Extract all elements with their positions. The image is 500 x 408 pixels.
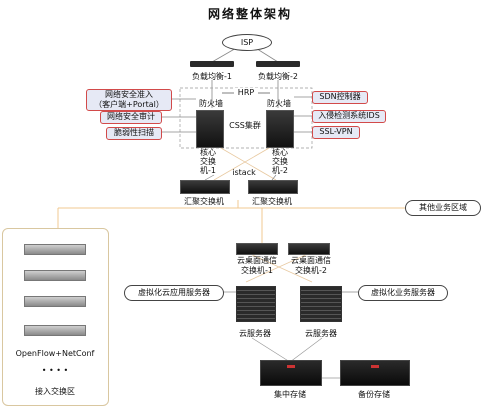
virt-app-server-pill: 虚拟化云应用服务器 bbox=[124, 285, 224, 301]
virt-biz-server-pill: 虚拟化业务服务器 bbox=[358, 285, 448, 301]
access-zone-label: 接入交换区 bbox=[35, 387, 75, 396]
cloud-server-1-label: 云服务器 bbox=[239, 329, 271, 338]
load-balancer-1-label: 负载均衡-1 bbox=[192, 72, 232, 81]
isp-node: ISP bbox=[222, 34, 272, 51]
access-switch-2 bbox=[24, 270, 86, 281]
load-balancer-2-label: 负载均衡-2 bbox=[258, 72, 298, 81]
cloud-server-2-rack bbox=[300, 286, 342, 322]
aggregation-switch-2-device bbox=[248, 180, 298, 194]
backup-storage-led-icon bbox=[371, 365, 379, 368]
isp-label: ISP bbox=[240, 38, 254, 47]
firewall-1-device bbox=[196, 110, 224, 148]
backup-storage-device bbox=[340, 360, 410, 386]
css-cluster-label: CSS集群 bbox=[229, 121, 261, 130]
hrp-label: HRP bbox=[234, 88, 258, 98]
backup-storage-label: 备份存储 bbox=[358, 390, 390, 399]
cloud-switch-1-device bbox=[236, 243, 278, 255]
vuln-scan-box: 脆弱性扫描 bbox=[106, 127, 162, 140]
cloud-switch-2-label: 云桌面通信 交换机-2 bbox=[291, 256, 331, 275]
sdn-controller-box: SDN控制器 bbox=[312, 91, 368, 104]
cloud-server-1-rack bbox=[236, 286, 276, 322]
load-balancer-1-device bbox=[190, 61, 234, 67]
load-balancer-2-device bbox=[256, 61, 300, 67]
audit-box: 网络安全审计 bbox=[100, 111, 162, 124]
access-switch-1 bbox=[24, 244, 86, 255]
access-switch-3 bbox=[24, 296, 86, 307]
openflow-label: OpenFlow+NetConf bbox=[15, 349, 95, 358]
core-switch-1-label: 核心 交换 机-1 bbox=[200, 148, 216, 175]
ids-box: 入侵检测系统IDS bbox=[312, 110, 386, 123]
aggregation-switch-1-device bbox=[180, 180, 230, 194]
other-zone-pill: 其他业务区域 bbox=[405, 200, 481, 216]
firewall-2-label: 防火墙 bbox=[267, 99, 291, 108]
cloud-switch-1-label: 云桌面通信 交换机-1 bbox=[237, 256, 277, 275]
main-storage-led-icon bbox=[287, 365, 295, 368]
access-switch-4 bbox=[24, 325, 86, 336]
firewall-2-device bbox=[266, 110, 294, 148]
firewall-1-label: 防火墙 bbox=[199, 99, 223, 108]
aggregation-switch-1-label: 汇聚交换机 bbox=[184, 197, 224, 206]
main-storage-device bbox=[260, 360, 322, 386]
access-zone-panel bbox=[2, 228, 109, 406]
main-storage-label: 集中存储 bbox=[274, 390, 306, 399]
nac-box: 网络安全准入 （客户端+Portal） bbox=[86, 89, 172, 111]
page-title: 网络整体架构 bbox=[207, 7, 292, 21]
cloud-switch-2-device bbox=[288, 243, 330, 255]
ssl-vpn-box: SSL-VPN bbox=[312, 126, 360, 139]
access-dots: • • • • bbox=[41, 366, 69, 375]
aggregation-switch-2-label: 汇聚交换机 bbox=[252, 197, 292, 206]
cloud-server-2-label: 云服务器 bbox=[305, 329, 337, 338]
core-switch-2-label: 核心 交换 机-2 bbox=[272, 148, 288, 175]
istack-label: istack bbox=[232, 168, 256, 177]
